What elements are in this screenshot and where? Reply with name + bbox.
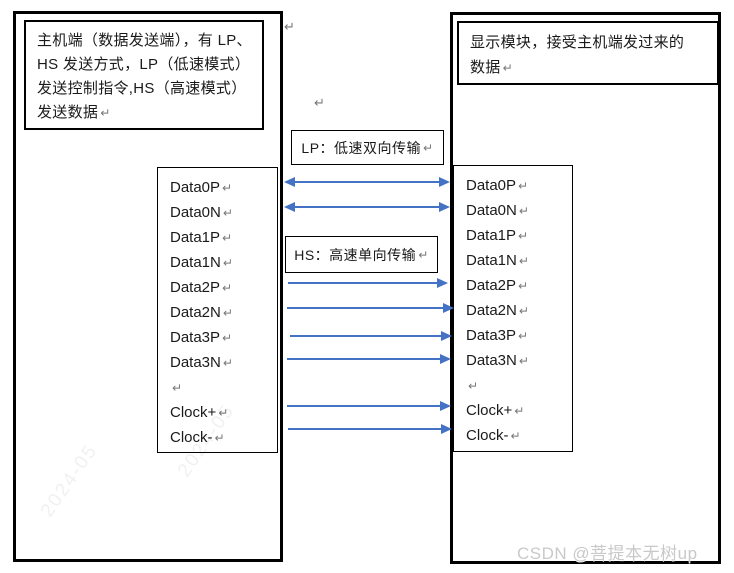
csdn-watermark: CSDN @菩提本无树up (517, 544, 698, 563)
host-outer-box (13, 11, 283, 562)
return-mark: ↵ (518, 354, 529, 368)
hs-arrow-data2n (287, 303, 454, 313)
signal-label: Data3P (466, 327, 517, 344)
signal-label: Data2P (170, 279, 221, 296)
return-mark: ↵ (222, 231, 233, 245)
signal-label: Data3N (466, 352, 517, 369)
signal-label: Data0N (466, 202, 517, 219)
return-mark: ↵ (518, 279, 529, 293)
host-description-line: 主机端（数据发送端），有 LP、 (37, 32, 252, 49)
signal-row: Data3N↵ (466, 348, 572, 373)
signal-row-blank: ↵ (170, 375, 277, 400)
return-mark: ↵ (222, 181, 233, 195)
signal-row: Data2N↵ (466, 298, 572, 323)
signal-label: Clock- (170, 429, 213, 446)
signal-label: Data1N (466, 252, 517, 269)
return-mark: ↵ (423, 140, 434, 155)
return-mark: ↵ (518, 254, 529, 268)
lp-mode-label: LP：低速双向传输 (301, 139, 422, 156)
signal-label: Clock+ (466, 402, 513, 419)
signal-label: Data3N (170, 354, 221, 371)
signal-row: Data2P↵ (170, 275, 277, 300)
return-mark: ↵ (514, 404, 525, 418)
signal-label: Clock- (466, 427, 509, 444)
signal-label: Data2N (170, 304, 221, 321)
return-mark: ↵ (222, 331, 233, 345)
lp-arrow-data0n (284, 202, 450, 212)
host-description-box: 主机端（数据发送端），有 LP、 HS 发送方式，LP（低速模式） 发送控制指令… (24, 20, 264, 130)
return-mark: ↵ (222, 306, 233, 320)
return-mark: ↵ (172, 381, 183, 395)
return-mark: ↵ (284, 20, 295, 35)
hs-arrow-data3n (287, 354, 451, 364)
return-mark: ↵ (218, 406, 229, 420)
signal-row: Data3P↵ (466, 323, 572, 348)
signal-label: Data3P (170, 329, 221, 346)
return-mark: ↵ (100, 106, 111, 120)
hs-mode-label-box: HS：高速单向传输↵ (285, 236, 438, 273)
return-mark: ↵ (214, 431, 225, 445)
signal-row: Clock+↵ (466, 398, 572, 423)
signal-row: Data2P↵ (466, 273, 572, 298)
return-mark: ↵ (222, 206, 233, 220)
host-signal-list-box: Data0P↵ Data0N↵ Data1P↵ Data1N↵ Data2P↵ … (157, 167, 278, 453)
signal-row: Data1P↵ (170, 225, 277, 250)
return-mark: ↵ (314, 96, 325, 111)
return-mark: ↵ (222, 356, 233, 370)
lp-mode-label-box: LP：低速双向传输↵ (291, 130, 444, 165)
display-description-box: 显示模块，接受主机端发过来的 数据↵ (457, 21, 719, 85)
signal-row: Data3P↵ (170, 325, 277, 350)
signal-row: Data0N↵ (170, 200, 277, 225)
signal-row-blank: ↵ (466, 373, 572, 398)
return-mark: ↵ (222, 256, 233, 270)
signal-label: Data0P (170, 179, 221, 196)
signal-row: Data0P↵ (170, 175, 277, 200)
signal-row: Clock+↵ (170, 400, 277, 425)
signal-row: Data0N↵ (466, 198, 572, 223)
host-description-line: 发送数据↵ (37, 104, 111, 121)
return-mark: ↵ (518, 304, 529, 318)
signal-label: Data2P (466, 277, 517, 294)
return-mark: ↵ (468, 379, 479, 393)
signal-row: Data1N↵ (170, 250, 277, 275)
display-description-line: 数据↵ (470, 59, 513, 76)
host-description-line: HS 发送方式，LP（低速模式） (37, 56, 251, 73)
signal-label: Data1P (466, 227, 517, 244)
return-mark: ↵ (518, 179, 529, 193)
return-mark: ↵ (222, 281, 233, 295)
signal-row: Data2N↵ (170, 300, 277, 325)
signal-row: Clock-↵ (170, 425, 277, 450)
signal-row: Data1P↵ (466, 223, 572, 248)
return-mark: ↵ (502, 61, 513, 75)
signal-label: Data1P (170, 229, 221, 246)
signal-label: Data2N (466, 302, 517, 319)
signal-label: Data0N (170, 204, 221, 221)
display-signal-list-box: Data0P↵ Data0N↵ Data1P↵ Data1N↵ Data2P↵ … (453, 165, 573, 452)
hs-arrow-clock-minus (288, 424, 452, 434)
return-mark: ↵ (518, 204, 529, 218)
hs-arrow-clock-plus (287, 401, 451, 411)
signal-row: Data0P↵ (466, 173, 572, 198)
host-description-line: 发送控制指令,HS（高速模式） (37, 80, 247, 97)
signal-row: Data3N↵ (170, 350, 277, 375)
signal-label: Clock+ (170, 404, 217, 421)
display-outer-box (450, 12, 721, 564)
return-mark: ↵ (518, 229, 529, 243)
signal-label: Data0P (466, 177, 517, 194)
return-mark: ↵ (418, 247, 429, 262)
return-mark: ↵ (510, 429, 521, 443)
display-description-line: 显示模块，接受主机端发过来的 (470, 34, 685, 51)
hs-mode-label: HS：高速单向传输 (294, 246, 417, 263)
lp-arrow-data0p (284, 177, 450, 187)
hs-arrow-data3p (290, 331, 452, 341)
return-mark: ↵ (518, 329, 529, 343)
hs-arrow-data2p (288, 278, 448, 288)
signal-label: Data1N (170, 254, 221, 271)
signal-row: Data1N↵ (466, 248, 572, 273)
signal-row: Clock-↵ (466, 423, 572, 448)
